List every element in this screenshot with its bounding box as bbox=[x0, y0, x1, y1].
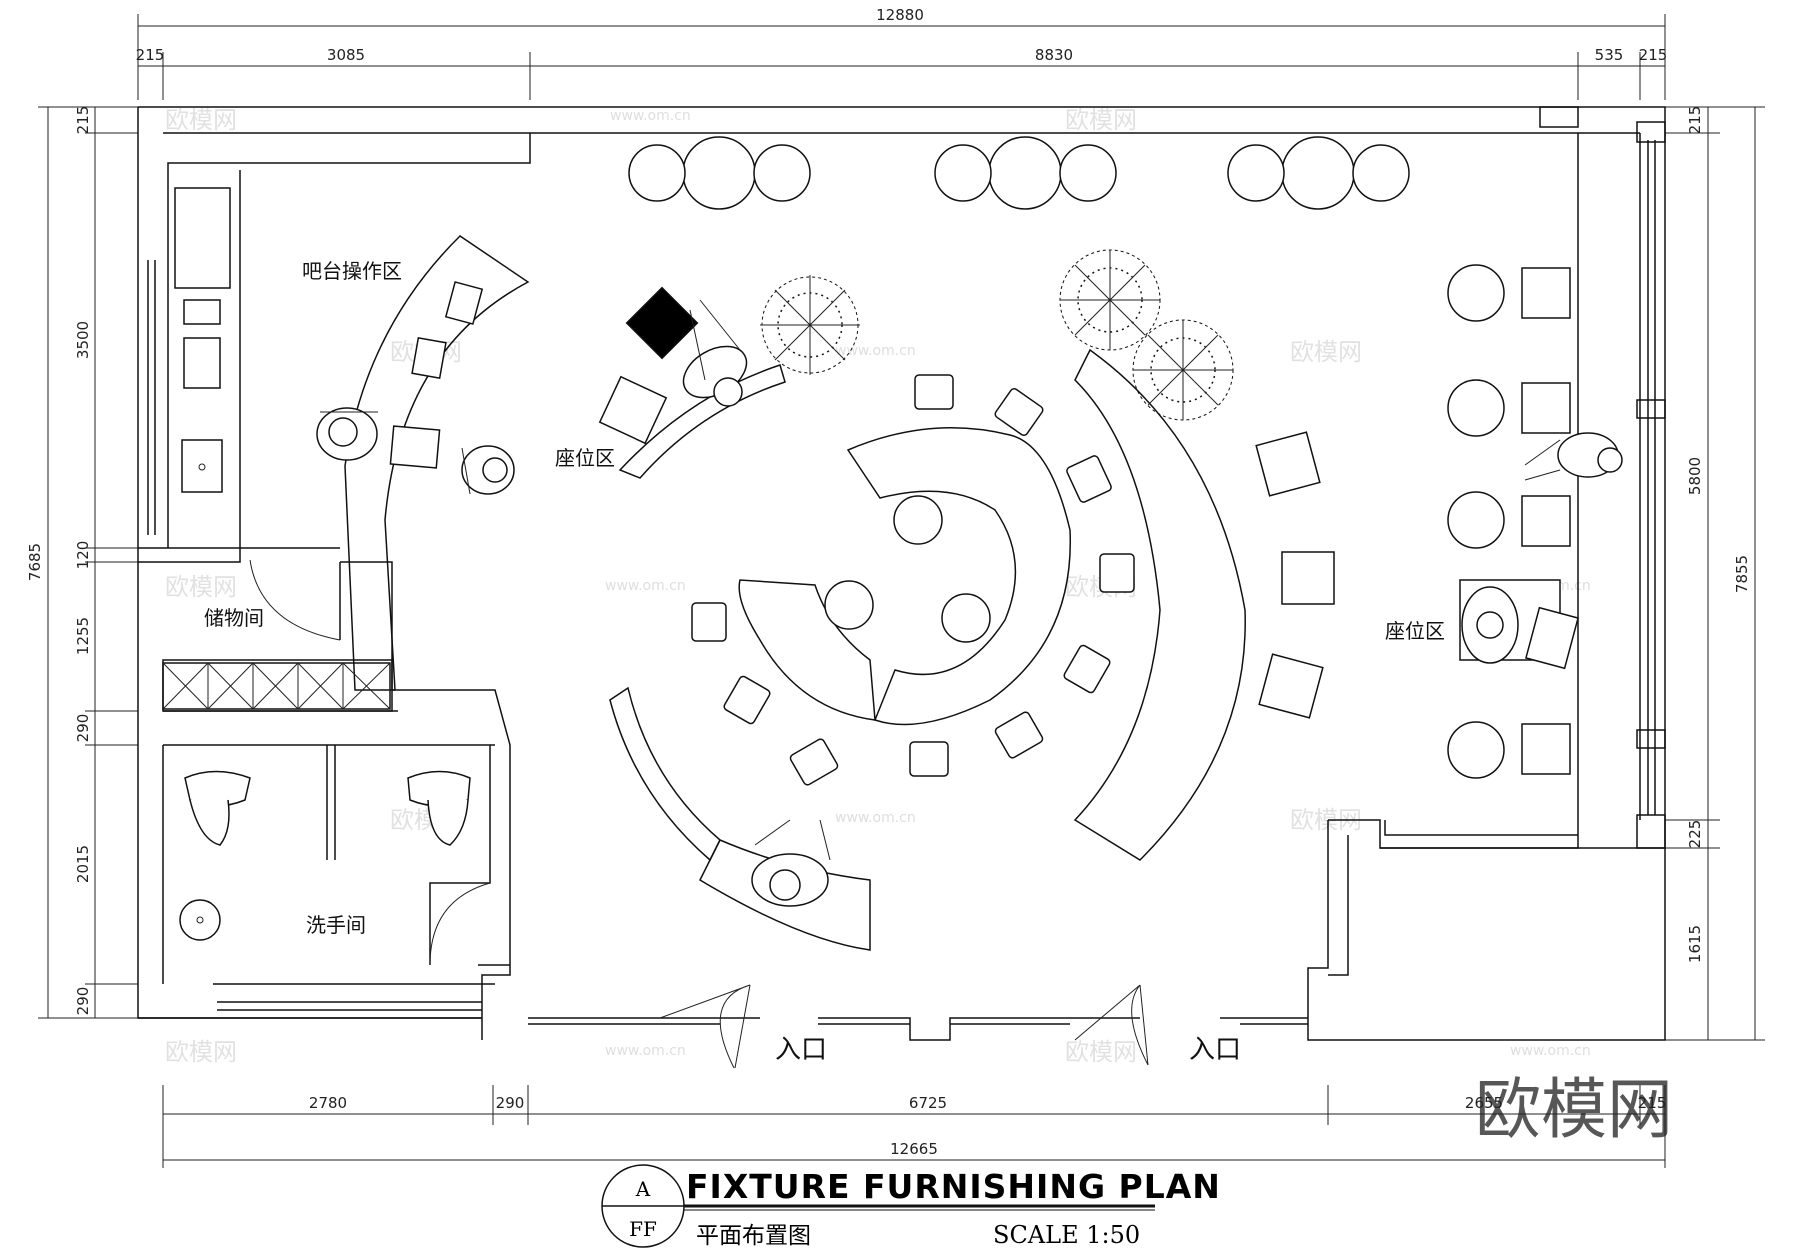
watermark-url: www.om.cn bbox=[835, 343, 916, 359]
watermark-text: 欧模网 bbox=[165, 106, 237, 134]
drawing-scale: SCALE 1:50 bbox=[993, 1221, 1140, 1249]
dim-left-seg: 2015 bbox=[74, 845, 92, 883]
basin-icon bbox=[179, 899, 221, 941]
dim-right-total: 7855 bbox=[1733, 555, 1751, 593]
dim-right-seg: 1615 bbox=[1686, 925, 1704, 963]
plant-icon bbox=[1132, 319, 1234, 421]
dim-left-seg: 1255 bbox=[74, 617, 92, 655]
round-counter bbox=[846, 427, 1072, 726]
watermark-layer: 欧模网 www.om.cn 欧模网 欧模网 www.om.cn 欧模网 欧模网 … bbox=[165, 106, 1673, 1148]
title-block: A FF FIXTURE FURNISHING PLAN 平面布置图 SCALE… bbox=[601, 1164, 1221, 1249]
dim-bottom-seg: 6725 bbox=[909, 1094, 947, 1112]
top-table-row bbox=[628, 136, 1410, 210]
dim-bottom-seg: 2780 bbox=[309, 1094, 347, 1112]
storage-shelving bbox=[162, 662, 391, 710]
watermark-url: www.om.cn bbox=[605, 1043, 686, 1059]
dim-left-seg: 290 bbox=[74, 714, 92, 743]
label-storage: 储物间 bbox=[204, 606, 264, 630]
right-seating-row bbox=[1447, 264, 1623, 779]
dim-top-seg: 535 bbox=[1595, 46, 1624, 64]
plant-icon bbox=[760, 275, 860, 375]
toilet-icon bbox=[407, 770, 471, 807]
dimension-lines: 12880 215 3085 8830 535 215 7685 215 350… bbox=[26, 6, 1765, 1168]
label-seating-right: 座位区 bbox=[1385, 619, 1445, 643]
dim-left-total: 7685 bbox=[26, 543, 44, 581]
bar-counter-area bbox=[174, 187, 530, 691]
dim-bottom-seg: 2655 bbox=[1465, 1094, 1503, 1112]
dim-left-seg: 120 bbox=[74, 541, 92, 570]
person-icon bbox=[461, 445, 515, 495]
dim-top-seg: 3085 bbox=[327, 46, 365, 64]
dim-bottom-seg: 215 bbox=[1638, 1094, 1667, 1112]
label-washroom: 洗手间 bbox=[306, 913, 366, 937]
label-seating-left: 座位区 bbox=[555, 446, 615, 470]
person-icon bbox=[682, 299, 748, 407]
label-bar-area: 吧台操作区 bbox=[302, 259, 402, 283]
drawing-title: FIXTURE FURNISHING PLAN bbox=[686, 1167, 1221, 1206]
dim-left-seg: 290 bbox=[74, 987, 92, 1016]
dim-top-seg: 215 bbox=[136, 46, 165, 64]
person-icon bbox=[751, 819, 831, 907]
plant-icon bbox=[1059, 249, 1161, 351]
watermark-url: www.om.cn bbox=[1510, 1043, 1591, 1059]
watermark-text: 欧模网 bbox=[1065, 106, 1137, 134]
arc-counter bbox=[1073, 348, 1246, 861]
watermark-text: 欧模网 bbox=[165, 573, 237, 601]
dim-left-seg: 3500 bbox=[74, 321, 92, 359]
dim-right-seg: 215 bbox=[1686, 106, 1704, 135]
washroom-fixtures bbox=[179, 770, 471, 941]
label-entrance-right: 入口 bbox=[1189, 1035, 1241, 1065]
room-labels: 吧台操作区 座位区 座位区 储物间 洗手间 入口 入口 bbox=[204, 259, 1445, 1065]
watermark-url: www.om.cn bbox=[605, 578, 686, 594]
central-round-seating bbox=[609, 348, 1246, 951]
bar-counter bbox=[344, 235, 530, 691]
square-tables bbox=[598, 286, 1335, 719]
watermark-text: 欧模网 bbox=[1065, 1038, 1137, 1066]
sink-icon bbox=[181, 439, 223, 493]
label-entrance-left: 入口 bbox=[775, 1035, 827, 1065]
bubble-sheet: FF bbox=[629, 1217, 657, 1241]
watermark-url: www.om.cn bbox=[610, 108, 691, 124]
watermark-text: 欧模网 bbox=[165, 1038, 237, 1066]
dim-top-seg: 215 bbox=[1639, 46, 1668, 64]
dim-bottom-total: 12665 bbox=[890, 1140, 938, 1158]
dim-left-seg: 215 bbox=[74, 106, 92, 135]
watermark-url: www.om.cn bbox=[835, 810, 916, 826]
bubble-letter: A bbox=[635, 1177, 651, 1201]
dim-top-total: 12880 bbox=[876, 6, 924, 24]
dim-right-seg: 5800 bbox=[1686, 457, 1704, 495]
drawing-subtitle: 平面布置图 bbox=[696, 1223, 811, 1249]
watermark-text: 欧模网 bbox=[1290, 338, 1362, 366]
person-icon bbox=[316, 407, 378, 461]
dim-bottom-seg: 290 bbox=[496, 1094, 525, 1112]
dim-right-seg: 225 bbox=[1686, 820, 1704, 849]
dim-top-seg: 8830 bbox=[1035, 46, 1073, 64]
stools-ring bbox=[691, 374, 1135, 786]
walls bbox=[137, 106, 1666, 1069]
